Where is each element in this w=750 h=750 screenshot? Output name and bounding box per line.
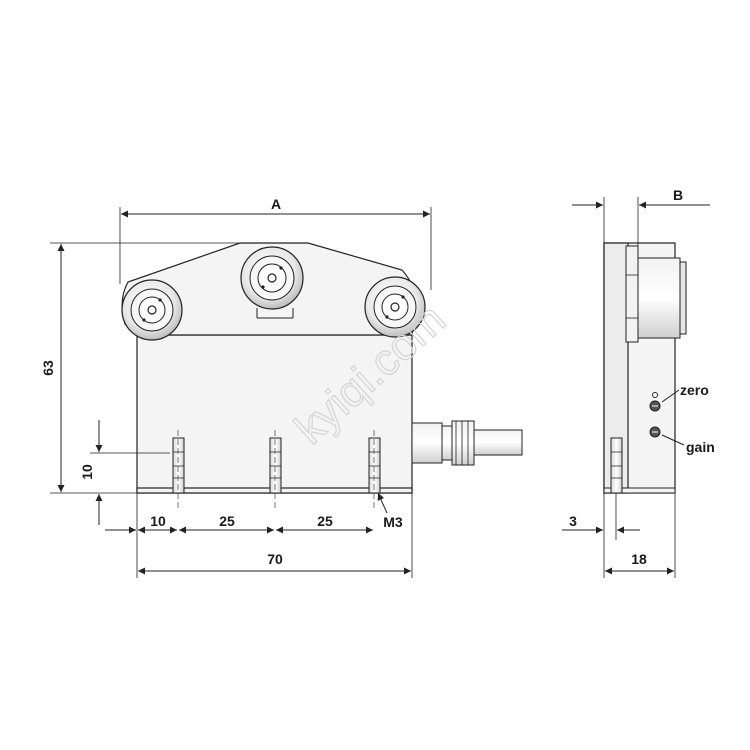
dim-thread-label: M3 [383, 514, 403, 530]
front-view [121, 242, 523, 510]
mount-pin-right [368, 430, 381, 510]
dim-10-label: 10 [150, 513, 166, 529]
zero-pot [649, 392, 661, 412]
gain-label: gain [686, 439, 715, 455]
roller-left [121, 279, 183, 341]
gain-pot [649, 426, 661, 438]
roller-stem [256, 308, 294, 319]
roller-right [364, 276, 426, 338]
cable [473, 429, 523, 456]
dimension-b: B [572, 187, 710, 258]
dim-3-label: 3 [569, 513, 577, 529]
dimension-63: 63 [40, 242, 242, 494]
dim-a-label: A [271, 196, 281, 212]
dim-b-label: B [673, 187, 683, 203]
thread-callout: M3 [377, 492, 403, 530]
dim-25-right-label: 25 [317, 513, 333, 529]
dimension-3: 3 [562, 493, 640, 578]
dimension-18: 18 [605, 493, 676, 578]
mount-pin-left [172, 430, 185, 510]
dimension-pin-spacing: 10 25 25 [105, 493, 373, 578]
dim-63-label: 63 [40, 360, 56, 376]
dim-25-left-label: 25 [219, 513, 235, 529]
dim-10-vertical-label: 10 [79, 464, 95, 480]
roller-center [240, 246, 304, 310]
dim-70-label: 70 [267, 551, 283, 567]
side-mount-pin [610, 437, 623, 494]
zero-label: zero [680, 382, 709, 398]
dimension-10-vertical: 10 [79, 420, 170, 525]
dim-18-label: 18 [631, 551, 647, 567]
side-view: zero gain [603, 242, 715, 494]
dimension-a: A [119, 196, 432, 290]
cable-gland [411, 420, 523, 466]
side-roller [625, 245, 687, 343]
dimension-70: 70 [138, 493, 413, 578]
mount-pin-center [269, 430, 282, 510]
